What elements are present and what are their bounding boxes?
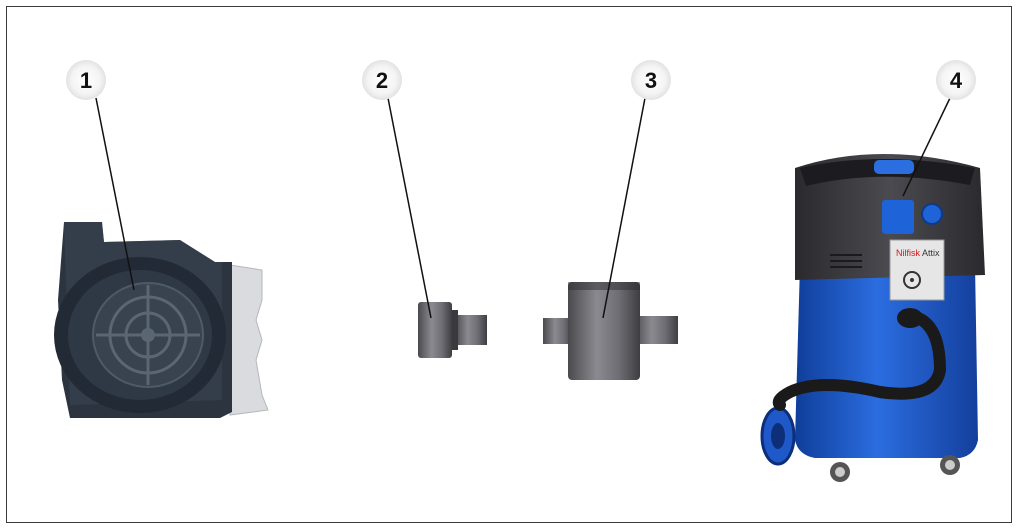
vacuum-cleaner-icon: Nilfisk Attix bbox=[762, 154, 985, 482]
callout-label-3: 3 bbox=[645, 68, 657, 93]
panel-line1: Nilfisk bbox=[896, 248, 920, 258]
panel-line2: Attix bbox=[922, 248, 940, 258]
large-adapter-icon bbox=[543, 282, 678, 380]
fan-outlet-icon bbox=[54, 222, 268, 418]
callout-2: 2 bbox=[362, 60, 431, 318]
callout-label-1: 1 bbox=[80, 68, 92, 93]
callout-label-4: 4 bbox=[950, 68, 963, 93]
small-adapter-icon bbox=[418, 302, 487, 358]
callout-3: 3 bbox=[603, 60, 671, 318]
callout-label-2: 2 bbox=[376, 68, 388, 93]
